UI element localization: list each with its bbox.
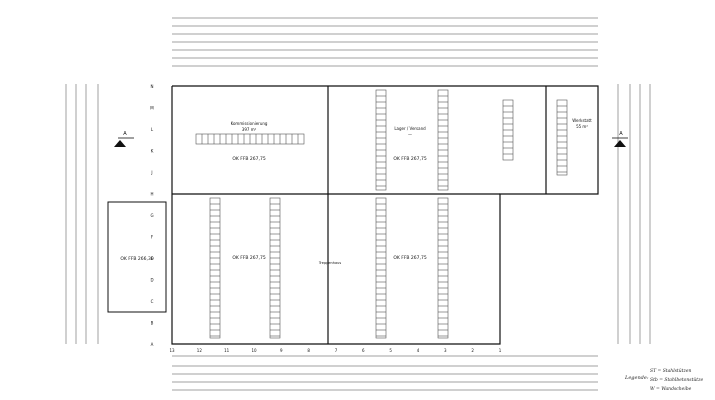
right-dimension-lines [617,84,651,344]
axis-letter: L [151,127,154,132]
axis-number: 7 [335,348,338,353]
room-area-storage: — [408,132,412,137]
rack [437,89,449,191]
axis-number: 1 [499,348,502,353]
axis-number: 5 [389,348,392,353]
left-dimension-lines [65,84,99,344]
rack [375,197,387,339]
legend-title: Legende: [624,375,649,381]
room-name-packaging: Kommissionierung [231,121,268,126]
section-label-left: A [123,131,127,137]
rack [375,89,387,191]
section-label-right: A [619,131,623,137]
axis-number: 4 [417,348,420,353]
room-name-stair: Treppenhaus [318,261,342,265]
top-dimension-lines [172,17,598,67]
axis-number: 12 [197,348,203,353]
rack [556,99,568,176]
axis-number: 2 [471,348,474,353]
axis-number: 9 [280,348,283,353]
legend-entry-3: W = Wandscheibe [650,386,692,392]
axis-number: 11 [224,348,230,353]
floor-level-upper-right: OK FFB 267,75 [393,156,427,162]
axis-number: 8 [307,348,310,353]
floor-level-upper-left: OK FFB 267,75 [232,156,266,162]
annex-outline [107,201,167,313]
axis-letter: J [150,170,152,175]
legend-entry-2: Stb = Stahlbetonstütze [650,377,703,383]
rack [437,197,449,339]
axis-letter: B [151,321,154,326]
axis-letter: A [151,342,154,347]
axis-number-column: 13 12 11 10 9 8 7 6 5 4 3 2 1 [169,348,501,353]
axis-number: 13 [169,348,175,353]
legend: Legende: ST = Stahlstützen Stb = Stahlbe… [624,368,703,392]
axis-letter: E [151,256,154,261]
axis-letter: G [150,213,153,218]
axis-letter: M [150,106,154,111]
room-area-workshop: 55 m² [576,124,588,129]
section-marker-right: A [612,131,628,147]
room-name-workshop: Werkstatt [572,118,592,123]
legend-entry-1: ST = Stahlstützen [650,368,691,374]
axis-letter: F [151,235,154,240]
axis-number: 6 [362,348,365,353]
axis-letter: D [150,278,153,283]
axis-letter: N [151,84,154,89]
axis-number: 10 [251,348,257,353]
racking-group [195,89,568,339]
axis-letter: C [151,299,154,304]
room-area-packaging: 397 m² [242,127,257,132]
floor-level-lower-right: OK FFB 267,75 [393,255,427,261]
axis-letter: H [150,192,153,197]
section-marker-left: A [114,131,134,147]
floor-level-lower-left: OK FFB 267,75 [232,255,266,261]
axis-letter-row: N M L K J H G F E D C B A [150,84,154,347]
rack [209,197,221,339]
bottom-dimension-lines [172,355,598,391]
building-walls [171,85,599,345]
floor-level-annex: OK FFB 266,30 [120,256,154,262]
room-name-storage: Lager / Versand [394,126,426,131]
axis-number: 3 [444,348,447,353]
rack [269,197,281,339]
axis-letter: K [151,149,154,154]
